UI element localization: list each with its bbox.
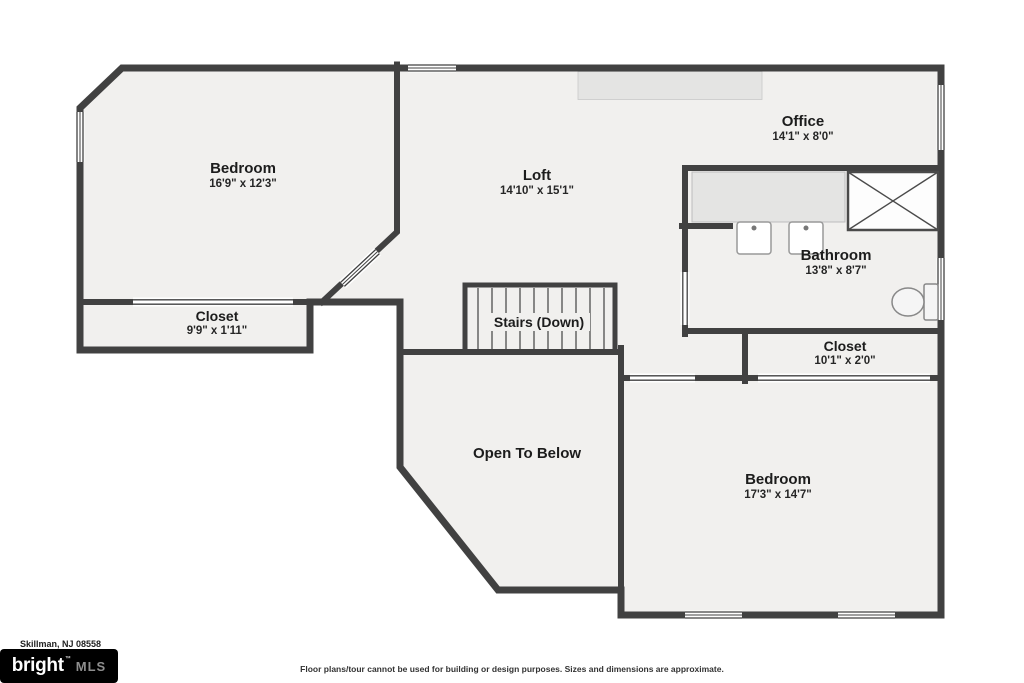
toilet-icon bbox=[891, 283, 939, 321]
sink-icon bbox=[736, 221, 772, 255]
sink-icon bbox=[788, 221, 824, 255]
disclaimer-text: Floor plans/tour cannot be used for buil… bbox=[300, 664, 724, 674]
brightmls-logo: bright ™ MLS bbox=[0, 649, 118, 683]
shower-icon bbox=[846, 170, 940, 232]
walls-exterior bbox=[76, 64, 945, 619]
logo-bright-text: bright bbox=[11, 655, 64, 676]
vanity-counter bbox=[691, 171, 846, 223]
bathroom-fixtures bbox=[736, 170, 940, 321]
property-address: Skillman, NJ 08558 bbox=[20, 639, 102, 649]
logo-mls-text: MLS bbox=[75, 658, 107, 674]
doors-openings bbox=[133, 272, 930, 383]
logo-trademark: ™ bbox=[64, 656, 71, 662]
windows bbox=[75, 63, 946, 620]
soffit-block bbox=[577, 71, 763, 100]
floor-area bbox=[80, 68, 941, 615]
